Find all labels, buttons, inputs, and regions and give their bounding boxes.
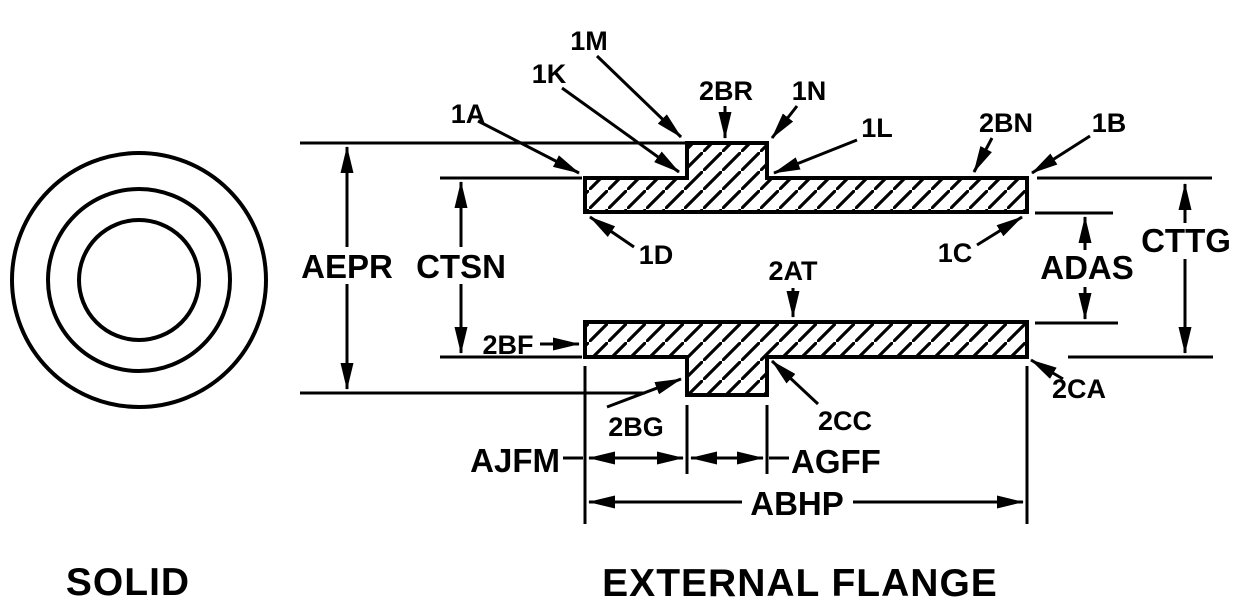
leader-2cc [770, 359, 820, 406]
callout-2bn-label: 2BN [979, 108, 1033, 138]
upper-wall-section [583, 141, 1029, 214]
solid-view-caption: SOLID [66, 561, 190, 604]
callout-2ca-label: 2CA [1052, 374, 1106, 404]
callout-2bf-label: 2BF [482, 330, 533, 360]
bore-circle [77, 218, 201, 342]
leader-arrows [477, 54, 1091, 409]
dimension-labels: AEPR CTSN ADAS CTTG AJFM AGFF ABHP [301, 222, 1231, 522]
callout-1l-label: 1L [861, 113, 893, 143]
external-flange-section [583, 141, 1029, 397]
extension-lines [300, 141, 1213, 524]
dimension-agff-label: AGFF [791, 443, 881, 480]
dimension-ajfm-label: AJFM [470, 442, 560, 479]
callout-1c-label: 1C [938, 238, 973, 268]
solid-end-view [10, 151, 268, 409]
middle-diameter-circle [46, 187, 232, 373]
dimension-ctsn-label: CTSN [416, 248, 506, 285]
leader-1k [561, 86, 680, 174]
leader-2bn [972, 137, 994, 173]
outer-diameter-circle [10, 151, 268, 409]
callout-2bg-label: 2BG [608, 412, 664, 442]
dimension-lines [340, 146, 1192, 509]
dimension-cttg-label: CTTG [1141, 222, 1231, 259]
dimension-abhp-label: ABHP [750, 485, 844, 522]
callout-1n-label: 1N [792, 76, 827, 106]
callout-1a-label: 1A [451, 99, 486, 129]
callout-1k-label: 1K [532, 59, 567, 89]
lower-wall-section [583, 320, 1029, 397]
leader-2ca [1030, 358, 1064, 381]
leader-2bg [606, 377, 682, 409]
leader-1d [589, 215, 635, 249]
callout-1b-label: 1B [1092, 108, 1127, 138]
callout-1d-label: 1D [639, 240, 674, 270]
view-captions: SOLID EXTERNAL FLANGE [66, 561, 998, 605]
dimension-aepr-label: AEPR [301, 248, 393, 285]
callout-2cc-label: 2CC [818, 406, 872, 436]
dimension-adas-label: ADAS [1040, 249, 1134, 286]
callout-2br-label: 2BR [699, 76, 753, 106]
leader-1c [976, 215, 1023, 247]
leader-1l [773, 138, 858, 175]
callout-2at-label: 2AT [768, 256, 818, 286]
leader-1n [770, 105, 799, 139]
callout-labels: 1A 1K 1M 2BR 1N 1L 2BN 1B 1D 1C 2AT 2BF … [451, 26, 1127, 442]
leader-1b [1031, 134, 1091, 175]
external-flange-view-caption: EXTERNAL FLANGE [602, 562, 998, 605]
leader-1a [477, 119, 580, 175]
callout-1m-label: 1M [570, 26, 608, 56]
leader-1m [595, 54, 683, 139]
